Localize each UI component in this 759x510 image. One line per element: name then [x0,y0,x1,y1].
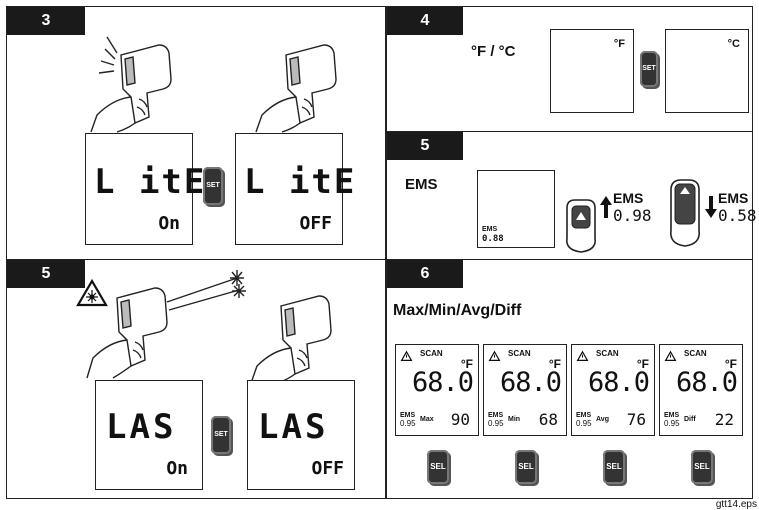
arrow-down-icon [705,196,717,218]
thermometer-laser-off-icon [250,295,332,384]
mode-value: 76 [626,410,646,429]
unit-label: °F [460,357,473,371]
lcd-main-text: LAS [258,407,329,447]
unit-label: °F [636,357,649,371]
main-reading: 68.0 [588,367,650,398]
select-button[interactable]: SEL [515,450,537,484]
lcd-sub-text: On [158,213,180,234]
scan-label: SCAN [684,349,707,358]
ems-label: EMS [488,412,504,419]
ems-up-value: 0.98 [613,206,652,225]
mode-label: Max [420,416,434,423]
ems-label: EMS [664,412,680,419]
lcd-emissivity: EMS 0.88 [477,170,555,248]
set-button[interactable]: SET [640,51,658,87]
units-label: °F / °C [471,43,516,60]
scan-label: SCAN [596,349,619,358]
lcd-main-text: LAS [106,407,177,447]
lcd-fahrenheit: °F [550,29,634,113]
lcd-sub-text: OFF [299,213,332,234]
lcd-main-text: L itE [94,162,207,202]
panel-step-3-backlight: 3 L itE On SET L itE OFF [6,6,386,260]
step-number: 5 [387,132,463,160]
set-button[interactable]: SET [203,167,223,205]
step-number: 5 [7,260,85,288]
ems-up-label: EMS [613,190,644,206]
up-button-icon[interactable] [563,198,599,254]
panel-step-5-laser: 5 LAS On SET LAS OFF [6,259,386,499]
ems-label: EMS [405,176,438,193]
mode-label: Min [508,416,521,423]
panel-step-5-emissivity: 5 EMS EMS 0.88 EMS 0.98 EMS 0.58 [386,131,757,260]
scan-label: SCAN [508,349,531,358]
lcd-main-text: L itE [244,162,357,202]
select-button[interactable]: SEL [603,450,625,484]
select-button[interactable]: SEL [691,450,713,484]
select-button[interactable]: SEL [427,450,449,484]
scan-label: SCAN [420,349,443,358]
lcd-lite-off: L itE OFF [235,133,354,245]
step-number: 4 [387,7,463,35]
laser-warning-icon [76,278,108,307]
main-reading: 68.0 [500,367,562,398]
ems-value: 0.95 [576,419,592,428]
arrow-up-icon [600,196,612,218]
warning-icon [664,350,677,361]
mode-label: Avg [596,416,609,423]
thermometer-light-on-icon [90,36,172,133]
lcd-sub-text: OFF [311,458,344,479]
mode-value: 22 [714,410,734,429]
thermometer-laser-on-icon [86,270,246,379]
warning-icon [576,350,589,361]
step-number: 6 [387,260,463,288]
ems-label: EMS [400,412,416,419]
mode-label: Diff [684,416,696,423]
ems-value: 0.95 [400,419,416,428]
lcd-ems-value: 0.88 [482,234,504,244]
main-reading: 68.0 [412,367,474,398]
thermometer-light-off-icon [255,44,337,133]
unit-text: °F [613,38,625,50]
lcd-sub-text: On [166,458,188,479]
statistics-title: Max/Min/Avg/Diff [393,302,522,319]
ems-label: EMS [576,412,592,419]
ems-value: 0.95 [488,419,504,428]
step-number: 3 [7,7,85,35]
unit-text: °C [727,38,740,50]
lcd-celsius: °C [665,29,749,113]
panel-step-4-units: 4 °F / °C °F SET °C [386,6,753,132]
lcd-lite-on: L itE On [85,133,204,245]
mode-value: 68 [538,410,558,429]
ems-value: 0.95 [664,419,680,428]
unit-label: °F [548,357,561,371]
warning-icon [488,350,501,361]
lcd-ems-label: EMS [482,226,498,233]
warning-icon [400,350,413,361]
ems-down-label: EMS [718,190,749,206]
ems-down-value: 0.58 [718,206,757,225]
set-button[interactable]: SET [211,416,231,454]
unit-label: °F [724,357,737,371]
down-button-icon[interactable] [667,178,703,248]
main-reading: 68.0 [676,367,738,398]
lcd-laser-on: LAS On [95,380,203,490]
mode-value: 90 [450,410,470,429]
figure-id: gtt14.eps [715,499,757,510]
lcd-laser-off: LAS OFF [247,380,355,490]
